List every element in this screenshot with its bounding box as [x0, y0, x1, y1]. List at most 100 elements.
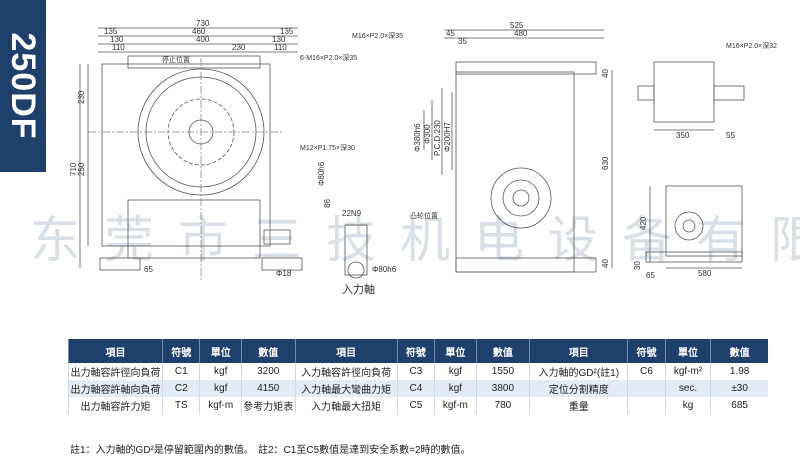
table-cell: 4150 [240, 380, 296, 397]
table-cell: kgf [434, 363, 477, 380]
col-header: 單位 [199, 339, 242, 363]
dim-65-far: 65 [646, 271, 655, 280]
front-body [101, 63, 271, 247]
table-cell: kgf-m [434, 397, 477, 414]
model-badge: 250DF [0, 0, 46, 172]
dim-30: 30 [633, 261, 642, 270]
footnote-2: 註2：C1至C5數值是達到安全系數=2時的數值。 [258, 445, 471, 456]
dim-710: 710 [69, 162, 78, 176]
dim-480: 480 [514, 29, 528, 38]
table-cell: 780 [475, 397, 530, 414]
table-cell: 1550 [475, 363, 530, 380]
table-cell: 入力軸最大彎曲力矩 [294, 380, 398, 397]
table-row: 出力軸容許力矩 TS kgf-m 參考力矩表 入力軸最大扭矩 C5 kgf-m … [67, 397, 768, 414]
callout-6-m16: 6-M16×P2.0×深35 [300, 53, 357, 62]
callout-cam-position: 凸轮位置 [410, 211, 438, 220]
table-cell: kgf [199, 380, 242, 397]
table-row: 出力軸容許徑向負荷 C1 kgf 3200 入力軸容許徑向負荷 C3 kgf 1… [67, 363, 768, 380]
table-cell: C3 [396, 363, 435, 380]
dim-40b: 40 [601, 259, 610, 268]
col-header: 數值 [710, 339, 768, 363]
col-header: 項目 [67, 339, 163, 363]
dim-phi80b: Φ80h6 [372, 265, 397, 274]
table-cell: 3200 [240, 363, 296, 380]
callout-m16-32: M16×P2.0×深32 [726, 41, 777, 50]
table-cell: C6 [627, 363, 666, 380]
table-cell [627, 397, 666, 414]
callout-m16-35: M16×P2.0×深35 [352, 31, 403, 40]
dim-55: 55 [726, 131, 735, 140]
table-cell [627, 380, 666, 397]
col-header: 單位 [664, 339, 711, 363]
table-cell: 685 [710, 397, 768, 414]
dim-phi18: Φ18 [276, 269, 292, 278]
table-cell: 重量 [529, 397, 628, 414]
callout-m12: M12×P1.75×深30 [300, 143, 355, 152]
spec-table: 項目 符號 單位 數值 項目 符號 單位 數值 項目 符號 單位 數值 出力軸容… [67, 339, 768, 414]
table-cell: TS [162, 397, 200, 414]
table-cell: 定位分割精度 [529, 380, 628, 397]
dim-230: 230 [232, 43, 246, 52]
dim-630: 630 [601, 156, 610, 170]
side-base [455, 257, 597, 273]
dim-135b: 135 [280, 27, 294, 36]
bottom-view-body [665, 185, 743, 257]
side-body [455, 71, 575, 273]
dim-460: 460 [192, 27, 206, 36]
table-cell: C4 [396, 380, 435, 397]
table-cell: 入力軸容許徑向負荷 [294, 363, 398, 380]
dim-40: 40 [601, 69, 610, 78]
dim-250-left: 250 [77, 162, 86, 176]
table-cell: ±30 [710, 380, 768, 397]
dim-35: 35 [458, 37, 467, 46]
label-input-shaft: 入力軸 [342, 282, 375, 296]
dim-730: 730 [196, 19, 210, 28]
dim-110b: 110 [274, 43, 287, 52]
dim-65-bottom: 65 [144, 265, 153, 274]
table-cell: 1.98 [710, 363, 768, 380]
top-view-body [653, 61, 715, 123]
dim-130b: 130 [272, 35, 286, 44]
col-header: 項目 [294, 339, 398, 363]
dim-350: 350 [676, 131, 690, 140]
dim-420: 420 [639, 216, 648, 230]
table-cell: kgf-m [199, 397, 242, 414]
dim-phi200: Φ200H7 [443, 121, 452, 152]
dim-86: 86 [323, 199, 332, 208]
col-header: 項目 [529, 339, 628, 363]
table-cell: kgf-m² [664, 363, 711, 380]
lower-left-foot [99, 257, 141, 271]
side-input-outer [490, 167, 552, 229]
callout-stop-position: 停止位置 [162, 55, 190, 64]
dim-525: 525 [510, 21, 524, 30]
table-cell: C2 [162, 380, 200, 397]
table-row: 出力軸容許軸向負荷 C2 kgf 4150 入力軸最大彎曲力矩 C4 kgf 3… [67, 380, 768, 397]
dim-130a: 130 [110, 35, 124, 44]
table-cell: 入力軸最大扭矩 [294, 397, 398, 414]
table-cell: kg [664, 397, 711, 414]
dim-135a: 135 [104, 27, 118, 36]
table-cell: 出力軸容許力矩 [67, 397, 163, 414]
dim-230-left: 230 [77, 90, 86, 104]
col-header: 數值 [475, 339, 530, 363]
table-cell: 出力軸容許徑向負荷 [67, 363, 163, 380]
table-cell: kgf [434, 380, 477, 397]
dim-45: 45 [446, 29, 455, 38]
dim-phi380: Φ380h6 [413, 123, 422, 152]
table-cell: 出力軸容許軸向負荷 [67, 380, 163, 397]
table-cell: 3800 [475, 380, 530, 397]
table-cell: 參考力矩表 [240, 397, 296, 414]
table-cell: 入力軸的GD²(註1) [529, 363, 628, 380]
side-input-inner [502, 179, 540, 217]
input-shaft-front [263, 229, 291, 245]
dim-400: 400 [196, 35, 210, 44]
footnote-1: 註1：入力軸的GD²是停留範圍內的數值。 [70, 445, 254, 456]
spec-header-row: 項目 符號 單位 數值 項目 符號 單位 數值 項目 符號 單位 數值 [67, 339, 768, 363]
front-top-flange [127, 55, 261, 69]
table-cell: C1 [162, 363, 200, 380]
dim-22n9: 22N9 [342, 209, 362, 218]
col-header: 符號 [627, 339, 666, 363]
company-watermark: 东莞市三技机电设备有限公司 [30, 211, 800, 269]
table-cell: sec. [664, 380, 711, 397]
table-cell: kgf [199, 363, 242, 380]
